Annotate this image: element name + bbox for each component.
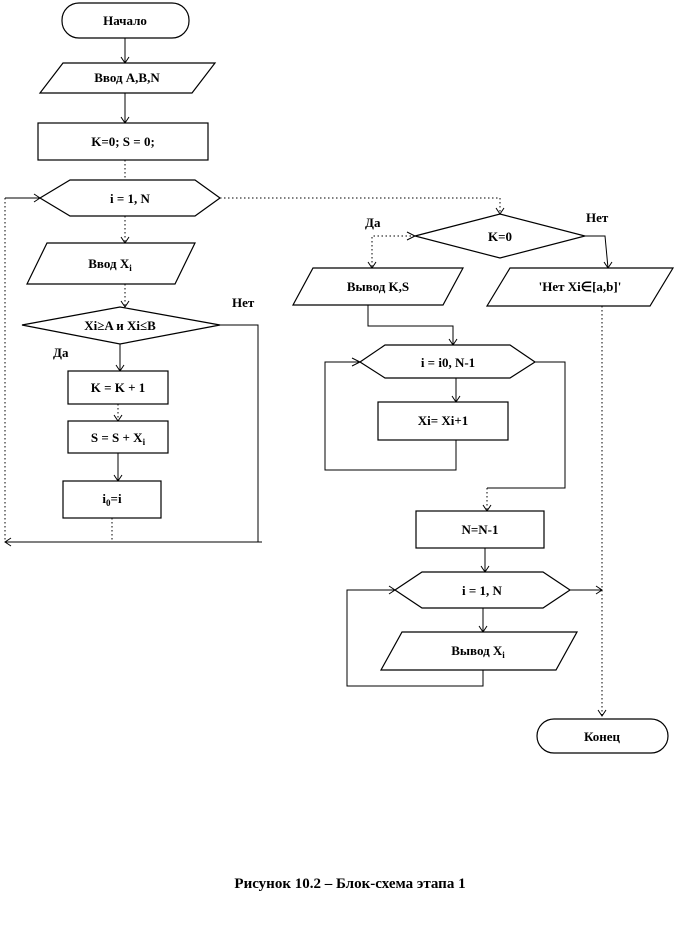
start-terminator (61, 2, 190, 39)
msg-none-parallelogram (485, 267, 675, 307)
sum-s-process (67, 420, 169, 454)
cond-k-label: K=0 (488, 229, 512, 244)
inc-k-label: K = K + 1 (91, 380, 146, 395)
loop2-label: i = i0, N-1 (421, 355, 475, 370)
dec-n-label: N=N-1 (461, 522, 498, 537)
cond-k-no-label: Нет (586, 210, 609, 225)
loop3-hexagon (393, 571, 572, 609)
end-label: Конец (584, 729, 621, 744)
sum-s-subscript: i (143, 437, 146, 447)
sum-s-text: S = S + X (91, 430, 143, 445)
input-xi-subscript: i (129, 263, 132, 273)
shift-process (377, 401, 509, 441)
input-xi-label: Ввод Xi (88, 256, 132, 273)
cond-k-decision (412, 213, 588, 259)
input-abn-label: Ввод A,B,N (94, 70, 160, 85)
output-xi-subscript: i (502, 650, 505, 660)
cond-x-no-label: Нет (232, 295, 255, 310)
connectors (4, 38, 613, 717)
loop2-hexagon (358, 344, 537, 379)
end-terminator (536, 718, 669, 754)
input-xi-text: Ввод X (88, 256, 130, 271)
shift-label: Xi= Xi+1 (418, 413, 469, 428)
figure-caption: Рисунок 10.2 – Блок-схема этапа 1 (234, 876, 465, 892)
output-xi-text: Вывод X (451, 643, 503, 658)
init-label: K=0; S = 0; (91, 134, 155, 149)
loop1-label: i = 1, N (110, 191, 151, 206)
output-xi-parallelogram (379, 631, 579, 671)
i0-label: i0=i (102, 491, 122, 508)
dec-n-process (415, 510, 545, 549)
output-xi-label: Вывод Xi (451, 643, 505, 660)
output-ks-parallelogram (291, 267, 465, 306)
i0-process (62, 480, 162, 519)
loop1-hexagon (38, 179, 222, 217)
msg-none-label: 'Нет Xi∈[a,b]' (539, 279, 622, 294)
inc-k-process (67, 370, 169, 405)
i0-rest: =i (111, 491, 122, 506)
input-xi-parallelogram (26, 242, 196, 285)
loop3-label: i = 1, N (462, 583, 503, 598)
sum-s-label: S = S + Xi (91, 430, 146, 447)
init-process (37, 122, 209, 161)
cond-k-yes-label: Да (365, 215, 381, 230)
output-ks-label: Вывод K,S (347, 279, 409, 294)
cond-x-decision (21, 306, 221, 345)
cond-x-yes-label: Да (53, 345, 69, 360)
i0-text: i (102, 491, 106, 506)
input-abn-parallelogram (38, 62, 217, 94)
i0-subscript: 0 (106, 498, 111, 508)
cond-x-label: Xi≥A и Xi≤B (84, 318, 156, 333)
start-label: Начало (103, 13, 147, 28)
